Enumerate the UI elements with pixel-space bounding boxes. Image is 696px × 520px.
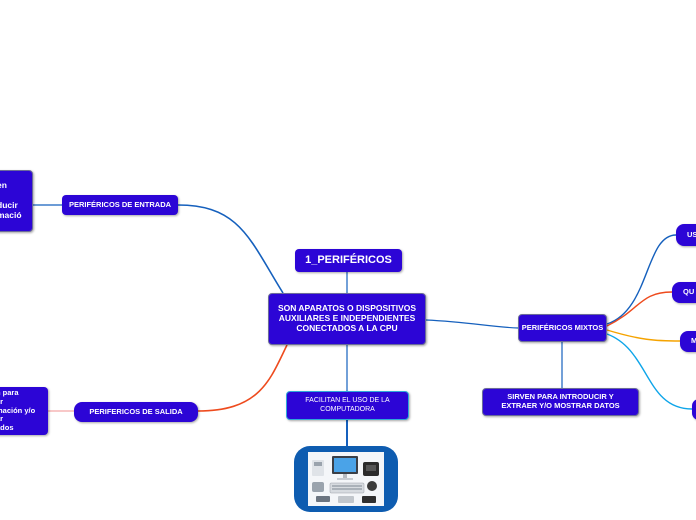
link-center-to-mixtos: [425, 319, 519, 329]
link-mixtos-to-qu: [606, 291, 673, 327]
link-mixtos-to-m: [606, 329, 681, 342]
salida-label: PERIFERICOS DE SALIDA: [89, 406, 183, 416]
mixtos-child-m[interactable]: M: [680, 331, 696, 352]
mixtos-child-qu[interactable]: QU: [672, 282, 696, 303]
central-label: SON APARATOS O DISPOSITIVOS AUXILIARES E…: [277, 303, 417, 333]
salida-detail-node[interactable]: n para er mación y/o ar ados: [0, 387, 48, 435]
entrada-detail-node[interactable]: en ducir mació: [0, 170, 33, 232]
mixtos-child-us-label: US: [687, 229, 696, 239]
salida-detail-label: n para er mación y/o ar ados: [0, 388, 36, 432]
facilitan-node[interactable]: FACILITAN EL USO DE LA COMPUTADORA: [286, 391, 409, 420]
title-node[interactable]: 1_PERIFÉRICOS: [295, 249, 402, 272]
mixtos-child-us[interactable]: US: [676, 224, 696, 246]
mixtos-child-qu-label: QU: [683, 287, 695, 297]
mixtos-label: PERIFÉRICOS MIXTOS: [521, 322, 604, 332]
mixtos-detail-label: SIRVEN PARA INTRODUCIR Y EXTRAER Y/O MOS…: [501, 392, 620, 410]
mixtos-child-m-label: M: [691, 336, 696, 346]
mixtos-node[interactable]: PERIFÉRICOS MIXTOS: [518, 314, 607, 342]
facilitan-label: FACILITAN EL USO DE LA COMPUTADORA: [305, 397, 390, 413]
entrada-label: PERIFÉRICOS DE ENTRADA: [68, 199, 172, 209]
link-mixtos-to-fourth: [606, 333, 693, 410]
computer-icon: [312, 456, 379, 503]
mixtos-detail-node[interactable]: SIRVEN PARA INTRODUCIR Y EXTRAER Y/O MOS…: [482, 388, 639, 416]
link-mixtos-to-us: [606, 234, 677, 325]
salida-node[interactable]: PERIFERICOS DE SALIDA: [74, 402, 198, 422]
peripherals-image-frame: [294, 446, 398, 512]
title-label: 1_PERIFÉRICOS: [305, 254, 392, 267]
central-node[interactable]: SON APARATOS O DISPOSITIVOS AUXILIARES E…: [268, 293, 426, 345]
link-entrada-to-center: [177, 204, 284, 294]
entrada-detail-label: en ducir mació: [0, 180, 22, 220]
mixtos-child-fourth[interactable]: [692, 399, 696, 420]
computer-peripherals-image: [308, 452, 384, 506]
link-salida-to-center: [197, 344, 288, 412]
entrada-node[interactable]: PERIFÉRICOS DE ENTRADA: [62, 195, 178, 215]
